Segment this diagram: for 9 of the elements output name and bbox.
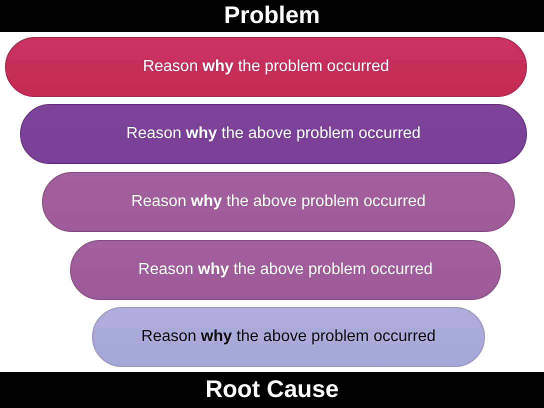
reason-text: Reason why the above problem occurred (138, 261, 433, 279)
heading-bar (0, 372, 544, 408)
reason-text: Reason why the above problem occurred (126, 125, 421, 143)
reason-text: Reason why the above problem occurred (141, 328, 436, 346)
reason-text: Reason why the above problem occurred (131, 193, 426, 211)
heading-text: Problem (224, 2, 320, 30)
heading-text: Root Cause (205, 376, 339, 404)
reason-text: Reason why the problem occurred (142, 58, 390, 76)
heading-bar (0, 0, 544, 32)
